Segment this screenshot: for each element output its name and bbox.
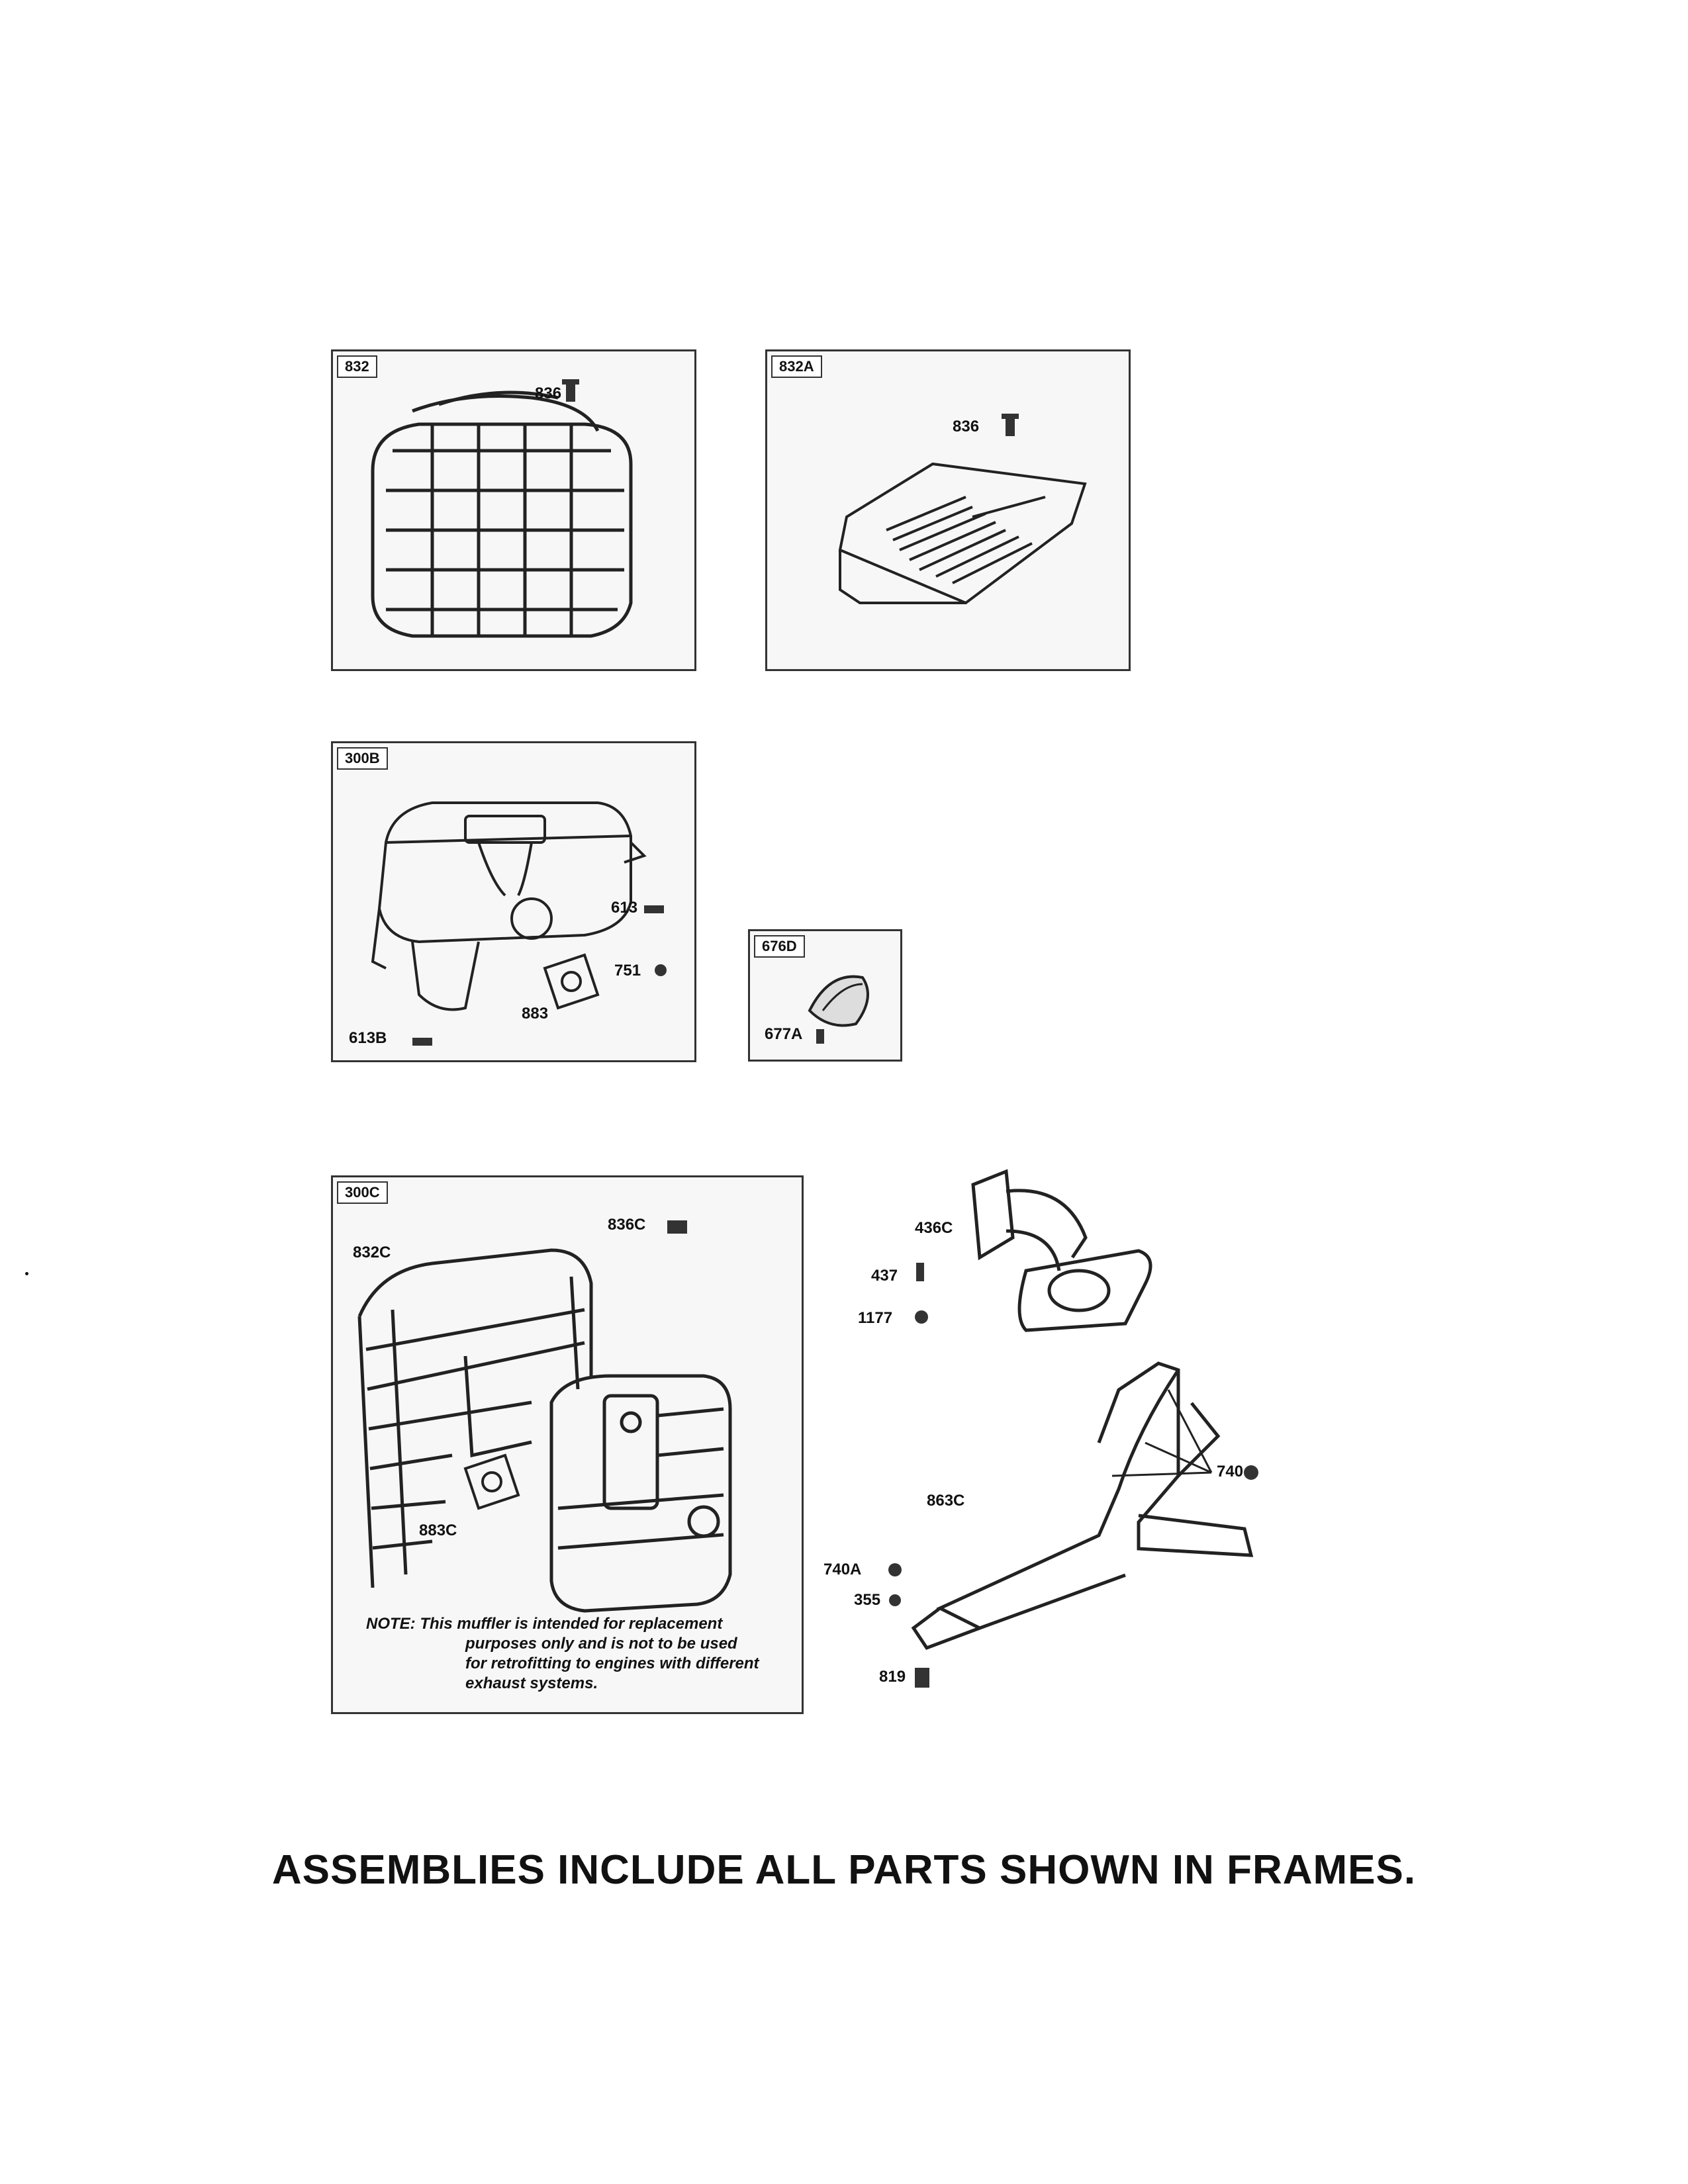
part-label-677a: 677A [765,1025,803,1043]
muffler-illustration [371,801,667,1046]
note-line-1: This muffler is intended for replacement [420,1615,723,1633]
part-label-836: 836 [953,418,980,435]
frame-label-832a: 832A [771,355,822,378]
part-label-437: 437 [871,1267,898,1285]
muffler-guard-assembly-illustration [357,1220,732,1613]
muffler-guard-illustration [371,379,633,638]
part-label-751: 751 [614,962,641,979]
note-line-3: for retrofitting to engines with differe… [465,1655,759,1672]
stray-mark [25,1272,28,1275]
part-label-1177: 1177 [858,1309,893,1327]
part-label-436c: 436C [915,1219,953,1237]
part-label-836: 836 [535,385,562,402]
frame-300c: 300C 836C 832C 883C NOTE: This muffler i… [331,1175,804,1714]
frame-832: 832 836 [331,349,696,671]
heat-shield-illustration [838,414,1087,605]
part-label-613: 613 [611,899,638,917]
part-label-883c: 883C [419,1522,457,1539]
part-label-863c: 863C [927,1492,965,1510]
frame-300b: 300B 613 751 883 613B [331,741,696,1062]
part-label-832c: 832C [353,1244,391,1261]
frame-label-832: 832 [337,355,377,378]
part-label-355: 355 [854,1591,881,1609]
part-label-740: 740 [1217,1463,1244,1480]
frame-label-676d: 676D [754,935,805,958]
frame-label-300c: 300C [337,1181,388,1204]
note-text: NOTE: This muffler is intended for repla… [366,1614,790,1694]
frame-676d: 676D 677A [748,929,902,1062]
part-label-836c: 836C [608,1216,646,1234]
deflector-illustration [808,975,869,1044]
frame-832a: 832A 836 [765,349,1131,671]
frame-label-300b: 300B [337,747,388,770]
part-label-883: 883 [522,1005,549,1023]
footer-caption: ASSEMBLIES INCLUDE ALL PARTS SHOWN IN FR… [271,1847,1417,1893]
part-label-613b: 613B [349,1029,387,1047]
part-label-740a: 740A [823,1561,862,1578]
note-line-4: exhaust systems. [465,1674,598,1692]
note-line-2: purposes only and is not to be used [465,1635,737,1653]
part-label-819: 819 [879,1668,906,1686]
note-head: NOTE: [366,1615,416,1633]
